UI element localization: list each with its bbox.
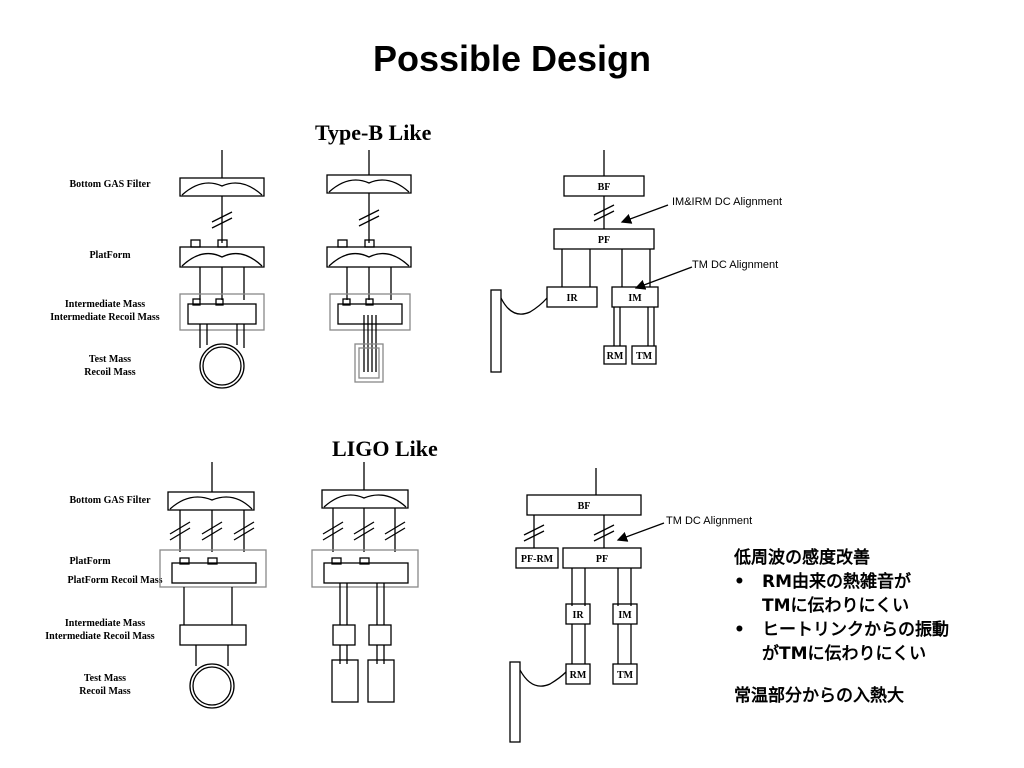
notes-panel: 低周波の感度改善 RM由来の熱雑音が TMに伝わりにくい ヒートリンクからの振動… [734, 546, 1014, 708]
typeb-label-im2: Intermediate Recoil Mass [50, 312, 160, 323]
typeb-heatlink-wall [490, 289, 502, 373]
ligo-box-im [612, 603, 638, 625]
ligo-diagram-1 [159, 462, 267, 709]
notes-item-1: RM由来の熱雑音が TMに伝わりにくい [734, 570, 1014, 618]
notes-list: RM由来の熱雑音が TMに伝わりにくい ヒートリンクからの振動 がTMに伝わりに… [734, 570, 1014, 666]
ligo-diagram-2 [311, 462, 419, 703]
typeb-box-pf [553, 228, 655, 250]
ligo-label-pf2: PlatForm Recoil Mass [67, 575, 163, 586]
ligo-box-rm-label: RM [570, 670, 587, 681]
ligo-box-pfrm-label: PF-RM [521, 554, 554, 565]
ligo-label-im2: Intermediate Recoil Mass [45, 631, 155, 642]
ligo-box-tm-label: TM [617, 670, 634, 681]
notes-heading: 低周波の感度改善 [734, 548, 870, 568]
typeb-box-pf-label: PF [598, 235, 610, 246]
ligo-box-bf [526, 494, 642, 516]
typeb-label-bgf: Bottom GAS Filter [69, 179, 151, 190]
ligo-box-ir [565, 603, 591, 625]
typeb-box-tm [631, 345, 657, 365]
typeb-label-platform: PlatForm [89, 250, 131, 261]
ligo-block-diagram [509, 468, 665, 743]
ligo-box-tm [612, 663, 638, 685]
notes-item-2-line-1: ヒートリンクからの振動 [762, 620, 949, 640]
typeb-box-rm-label: RM [607, 351, 624, 362]
typeb-box-tm-label: TM [636, 351, 653, 362]
notes-item-1-line-2: TMに伝わりにくい [762, 596, 910, 616]
ligo-box-ir-label: IR [572, 610, 584, 621]
typeb-box-rm [603, 345, 627, 365]
ligo-label-bgf: Bottom GAS Filter [69, 495, 151, 506]
ligo-label-im1: Intermediate Mass [64, 618, 146, 629]
typeb-box-ir-label: IR [566, 293, 578, 304]
typeb-annotation-tm-alignment: TM DC Alignment [692, 259, 779, 271]
notes-item-2-line-2: がTMに伝わりにくい [762, 644, 927, 664]
typeb-heading: Type-B Like [315, 120, 432, 145]
typeb-box-ir [546, 286, 598, 308]
ligo-heatlink-wall [509, 661, 521, 743]
ligo-label-pf1: PlatForm [69, 556, 111, 567]
typeb-label-tm2: Recoil Mass [84, 367, 136, 378]
typeb-box-im-label: IM [628, 293, 642, 304]
typeb-block-diagram [490, 150, 693, 373]
typeb-diagram-1 [179, 150, 265, 389]
ligo-annotation-tm-alignment: TM DC Alignment [666, 515, 753, 527]
typeb-label-tm1: Test Mass [88, 354, 132, 365]
ligo-box-rm [565, 663, 591, 685]
ligo-box-pf [562, 547, 642, 569]
ligo-label-tm2: Recoil Mass [79, 686, 131, 697]
notes-item-1-line-1: RM由来の熱雑音が [762, 572, 912, 592]
ligo-label-tm1: Test Mass [83, 673, 127, 684]
notes-item-2: ヒートリンクからの振動 がTMに伝わりにくい [734, 618, 1014, 666]
typeb-diagram-2 [326, 150, 412, 383]
ligo-box-bf-label: BF [578, 501, 591, 512]
ligo-heading: LIGO Like [332, 436, 438, 461]
typeb-label-im1: Intermediate Mass [64, 299, 146, 310]
typeb-annotation-im-alignment: IM&IRM DC Alignment [672, 196, 783, 208]
typeb-box-bf-label: BF [598, 182, 611, 193]
ligo-box-im-label: IM [618, 610, 632, 621]
ligo-box-pfrm [515, 547, 559, 569]
slide-title: Possible Design [372, 38, 652, 79]
ligo-box-pf-label: PF [596, 554, 608, 565]
notes-footer: 常温部分からの入熱大 [734, 686, 904, 706]
